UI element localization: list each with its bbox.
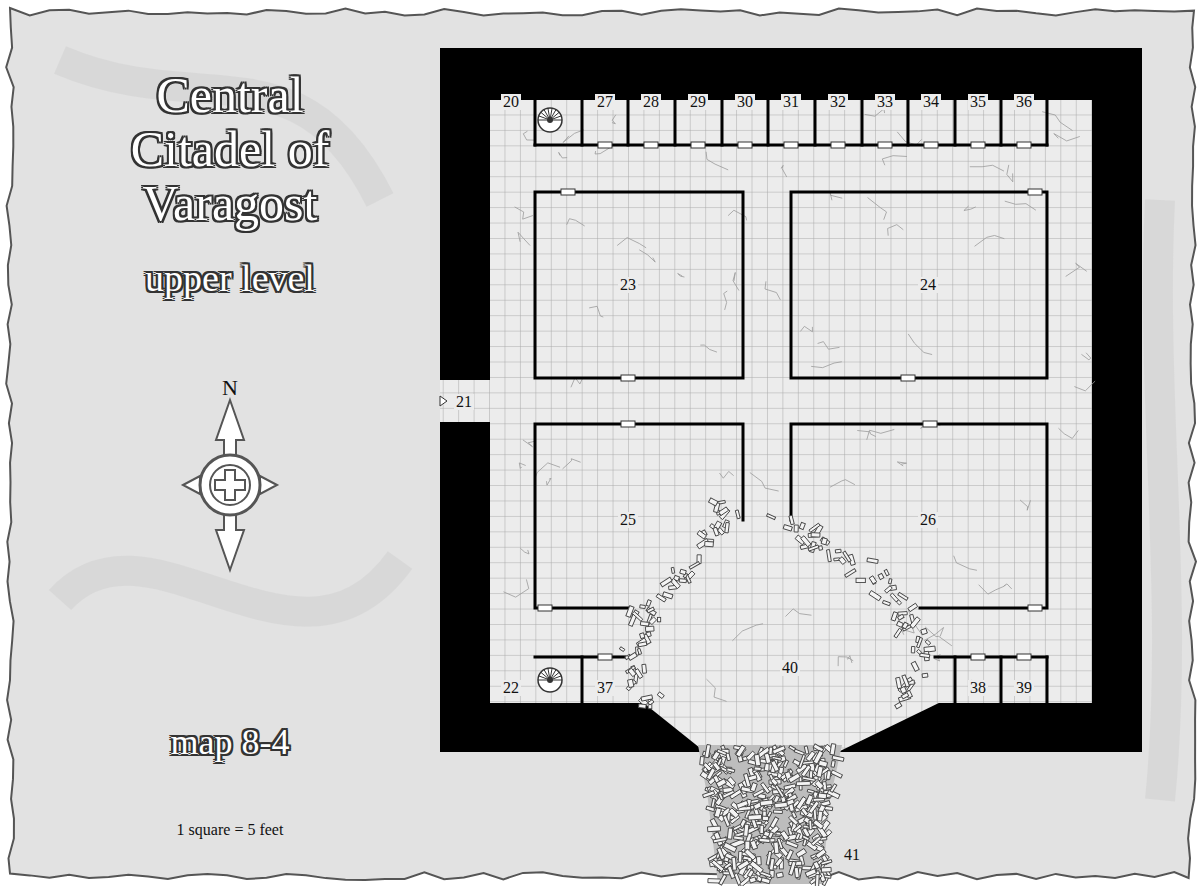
room-number: 36 bbox=[1014, 94, 1034, 110]
room-number: 23 bbox=[618, 277, 638, 293]
door bbox=[901, 375, 915, 381]
wall bbox=[721, 100, 724, 145]
wall bbox=[674, 100, 677, 145]
floor bbox=[490, 100, 1092, 703]
wall bbox=[907, 100, 910, 145]
door bbox=[538, 605, 552, 611]
room-number: 27 bbox=[595, 94, 615, 110]
room-number: 29 bbox=[688, 94, 708, 110]
door bbox=[831, 142, 845, 148]
wall bbox=[791, 424, 1047, 608]
door bbox=[598, 142, 612, 148]
area-number: 41 bbox=[844, 847, 860, 863]
spiral-stair bbox=[538, 108, 562, 132]
door bbox=[784, 142, 798, 148]
wall bbox=[954, 100, 957, 145]
map-title-text: Central Citadel of Varagost bbox=[131, 67, 330, 231]
door bbox=[644, 142, 658, 148]
door bbox=[1028, 605, 1042, 611]
door bbox=[1017, 142, 1031, 148]
door bbox=[971, 654, 985, 660]
room-number: 35 bbox=[968, 94, 988, 110]
map-subtitle: upper level bbox=[145, 259, 315, 297]
rubble bbox=[619, 498, 935, 886]
room-number: 26 bbox=[918, 512, 938, 528]
wall bbox=[627, 100, 630, 145]
compass-rose bbox=[183, 400, 277, 570]
wall bbox=[861, 100, 864, 145]
collapsed-wall bbox=[640, 700, 945, 752]
room-number: 31 bbox=[781, 94, 801, 110]
room-number: 40 bbox=[780, 660, 800, 676]
room-number: 24 bbox=[918, 277, 938, 293]
door bbox=[561, 189, 575, 195]
spiral-stair bbox=[538, 668, 562, 692]
wall bbox=[1000, 100, 1003, 145]
parchment bbox=[6, 8, 1196, 880]
room-number: 25 bbox=[618, 512, 638, 528]
compass-label: N bbox=[222, 377, 238, 399]
room-number: 38 bbox=[968, 680, 988, 696]
room-number: 37 bbox=[595, 680, 615, 696]
door bbox=[621, 375, 635, 381]
room-number: 39 bbox=[1014, 680, 1034, 696]
room-number: 28 bbox=[641, 94, 661, 110]
room-number: 33 bbox=[875, 94, 895, 110]
wall bbox=[1046, 100, 1049, 145]
wall bbox=[581, 100, 584, 145]
door bbox=[598, 654, 612, 660]
map-number: map 8-4 bbox=[171, 724, 290, 760]
wall bbox=[534, 100, 537, 145]
wall bbox=[1046, 657, 1049, 703]
room-number: 34 bbox=[921, 94, 941, 110]
door bbox=[1017, 654, 1031, 660]
door bbox=[878, 142, 892, 148]
wall bbox=[791, 192, 1047, 378]
entrance bbox=[440, 380, 492, 422]
door bbox=[738, 142, 752, 148]
wall bbox=[954, 657, 957, 703]
outer-wall bbox=[440, 48, 1142, 752]
wall bbox=[535, 424, 743, 608]
entrance-arrow bbox=[440, 396, 447, 406]
room-number: 20 bbox=[501, 94, 521, 110]
wall bbox=[814, 100, 817, 145]
wall bbox=[767, 100, 770, 145]
scale-note: 1 square = 5 feet bbox=[177, 822, 284, 838]
door bbox=[691, 142, 705, 148]
door bbox=[971, 142, 985, 148]
map-title: Central Citadel of Varagost bbox=[80, 68, 380, 230]
wall bbox=[581, 657, 584, 703]
wall bbox=[535, 192, 743, 378]
room-number: 30 bbox=[735, 94, 755, 110]
wall bbox=[1000, 657, 1003, 703]
room-number: 22 bbox=[501, 680, 521, 696]
room-number: 21 bbox=[454, 394, 474, 410]
room-number: 32 bbox=[828, 94, 848, 110]
door bbox=[924, 142, 938, 148]
door bbox=[621, 421, 635, 427]
door bbox=[923, 421, 937, 427]
door bbox=[1028, 189, 1042, 195]
